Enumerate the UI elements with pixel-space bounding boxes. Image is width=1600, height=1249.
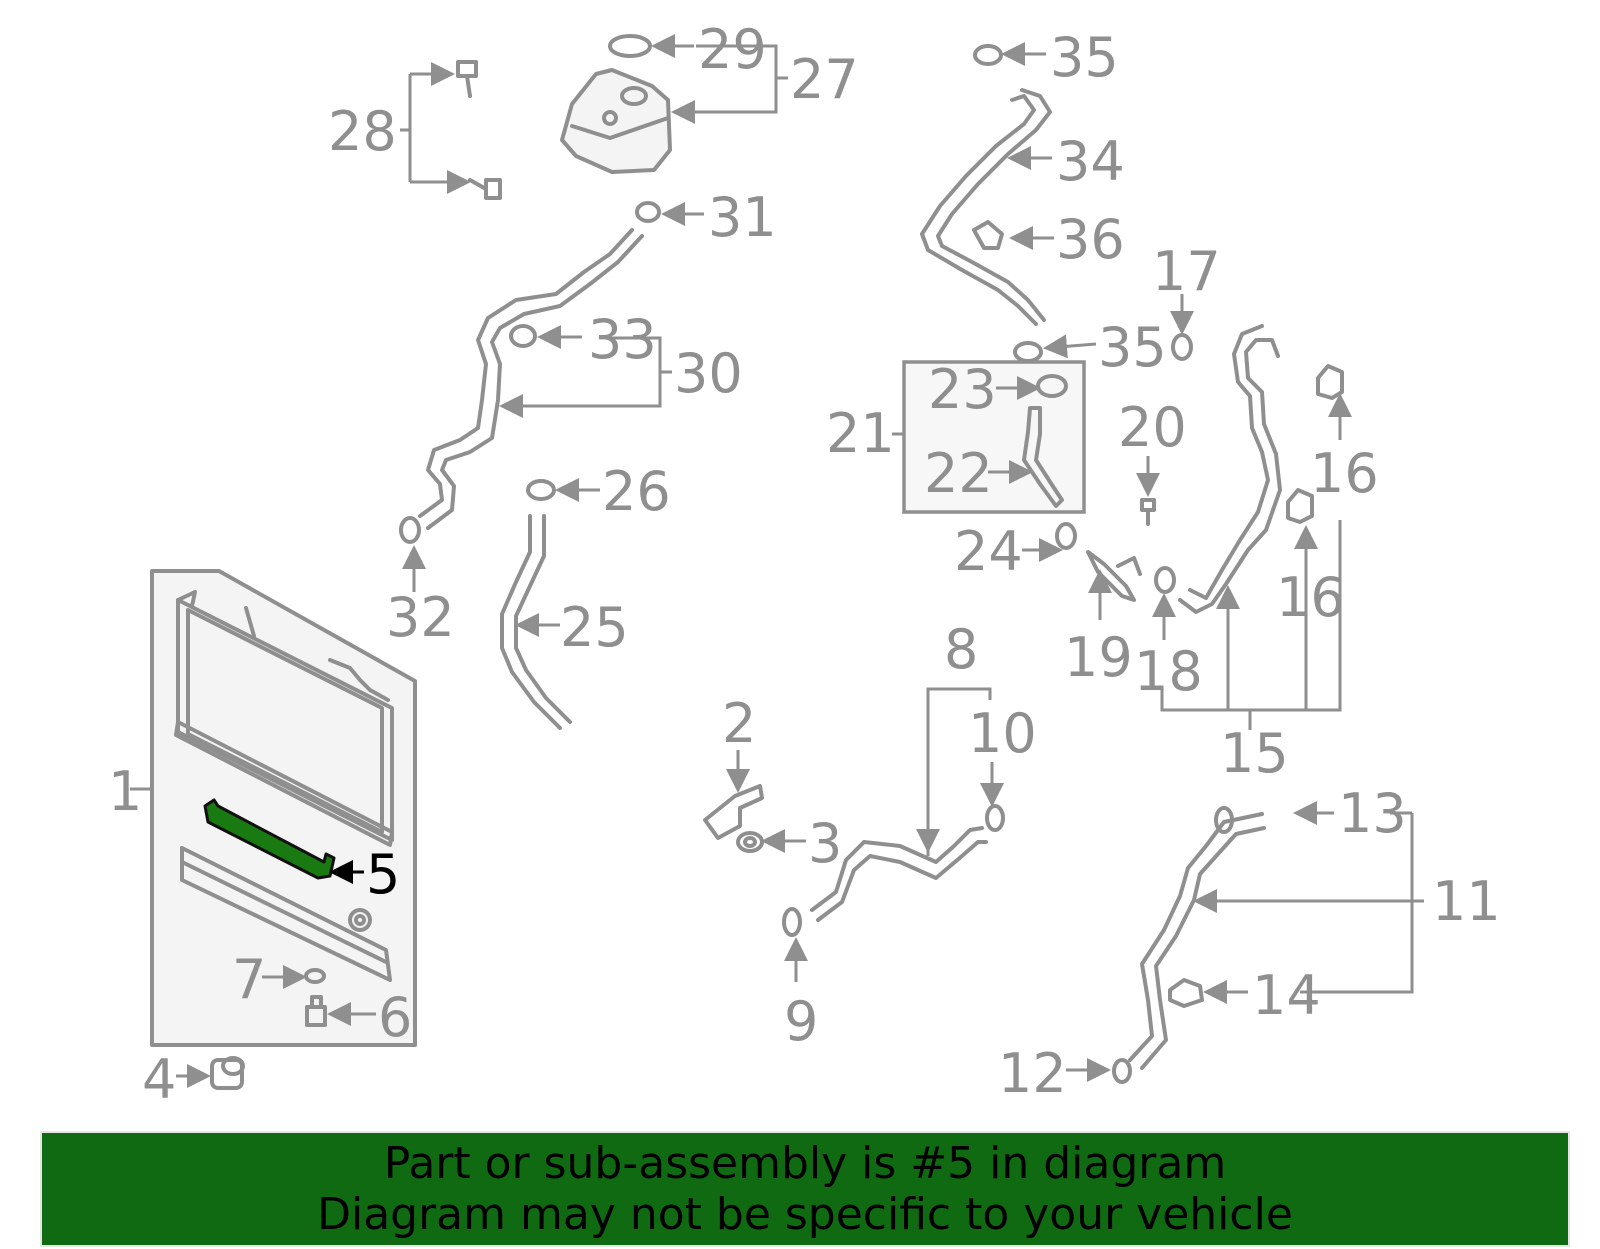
callout-36[interactable]: 36 — [1056, 208, 1125, 271]
part-27-reservoir — [560, 68, 672, 174]
callout-12[interactable]: 12 — [998, 1042, 1067, 1105]
part-3-nut — [736, 831, 764, 853]
part-6-drain-plug — [305, 995, 327, 1027]
radiator-core — [174, 590, 394, 847]
part-18-clamp — [1154, 566, 1176, 594]
callout-30[interactable]: 30 — [674, 342, 743, 405]
part-35-clamp-upper — [973, 44, 1003, 66]
callout-28[interactable]: 28 — [328, 100, 397, 163]
callout-27[interactable]: 27 — [790, 48, 859, 111]
part-4-mount — [210, 1056, 245, 1090]
banner-line-part: Part or sub-assembly is #5 in diagram — [383, 1138, 1227, 1189]
callout-7[interactable]: 7 — [232, 948, 266, 1011]
part-8-hose — [810, 826, 988, 922]
part-10-clamp — [985, 804, 1005, 832]
callout-8[interactable]: 8 — [944, 618, 978, 681]
callout-21[interactable]: 21 — [826, 402, 895, 465]
part-36-clip — [972, 220, 1004, 250]
part-30-hose — [418, 228, 644, 530]
callout-34[interactable]: 34 — [1056, 130, 1125, 193]
part-24-clamp — [1055, 522, 1077, 550]
callout-22[interactable]: 22 — [924, 442, 993, 505]
callout-14[interactable]: 14 — [1252, 964, 1321, 1027]
part-34-hose — [920, 88, 1052, 326]
callout-6[interactable]: 6 — [378, 986, 412, 1049]
callout-26[interactable]: 26 — [602, 460, 671, 523]
part-31-clamp — [635, 201, 661, 223]
part-13-clamp — [1214, 806, 1234, 834]
callout-24[interactable]: 24 — [954, 520, 1023, 583]
banner-line-disclaimer: Diagram may not be specific to your vehi… — [317, 1189, 1293, 1240]
callout-3[interactable]: 3 — [808, 812, 842, 875]
callout-20[interactable]: 20 — [1118, 396, 1187, 459]
part-28-bolt-upper — [456, 60, 478, 98]
leader-lines — [130, 34, 1424, 1088]
callout-31[interactable]: 31 — [708, 186, 777, 249]
callout-10[interactable]: 10 — [968, 702, 1037, 765]
callout-18[interactable]: 18 — [1134, 640, 1203, 703]
callout-4[interactable]: 4 — [142, 1048, 176, 1111]
callout-16-upper[interactable]: 16 — [1310, 442, 1379, 505]
callout-17[interactable]: 17 — [1152, 240, 1221, 303]
callout-32[interactable]: 32 — [386, 586, 455, 649]
callout-1[interactable]: 1 — [108, 760, 142, 823]
callout-2[interactable]: 2 — [722, 692, 756, 755]
callout-16-lower[interactable]: 16 — [1276, 566, 1345, 629]
part-29-cap — [608, 34, 652, 58]
radiator-assembly-group — [150, 569, 417, 1047]
part-22-hose — [1022, 406, 1064, 508]
callout-13[interactable]: 13 — [1338, 782, 1407, 845]
callout-29[interactable]: 29 — [698, 18, 767, 81]
part-11-hose — [1128, 812, 1266, 1070]
part-20-bolt — [1140, 498, 1156, 526]
part-26-clamp — [526, 479, 556, 501]
callout-33[interactable]: 33 — [588, 308, 657, 371]
callout-9[interactable]: 9 — [784, 990, 818, 1053]
part-5-highlighted[interactable] — [203, 798, 336, 880]
part-19-fitting — [1086, 550, 1142, 602]
callout-labels: 1 2 3 4 5 6 7 8 9 10 11 12 13 14 15 16 1… — [108, 18, 1501, 1111]
part-35-clamp-lower — [1013, 341, 1043, 363]
part-16-upper-clip — [1316, 364, 1344, 400]
part-28-bolt-lower — [468, 178, 502, 200]
callout-11[interactable]: 11 — [1432, 870, 1501, 933]
part-15-hose — [1178, 324, 1282, 614]
part-17-clamp — [1171, 333, 1193, 361]
callout-19[interactable]: 19 — [1064, 626, 1133, 689]
callout-25[interactable]: 25 — [560, 596, 629, 659]
part-33-clamp — [509, 324, 537, 348]
part-32-clamp — [399, 516, 421, 544]
part-9-clamp — [782, 907, 802, 937]
part-12-clamp — [1112, 1058, 1132, 1084]
info-banner: Part or sub-assembly is #5 in diagram Di… — [40, 1131, 1570, 1247]
part-2-bracket — [703, 784, 764, 840]
callout-5-highlighted[interactable]: 5 — [366, 843, 400, 906]
callout-23[interactable]: 23 — [928, 358, 997, 421]
part-16-lower-clip — [1286, 488, 1314, 524]
callout-15[interactable]: 15 — [1220, 722, 1289, 785]
lower-support — [180, 846, 392, 982]
callout-35-lower[interactable]: 35 — [1098, 316, 1167, 379]
callout-35-upper[interactable]: 35 — [1050, 26, 1119, 89]
part-14-clip — [1168, 978, 1204, 1008]
